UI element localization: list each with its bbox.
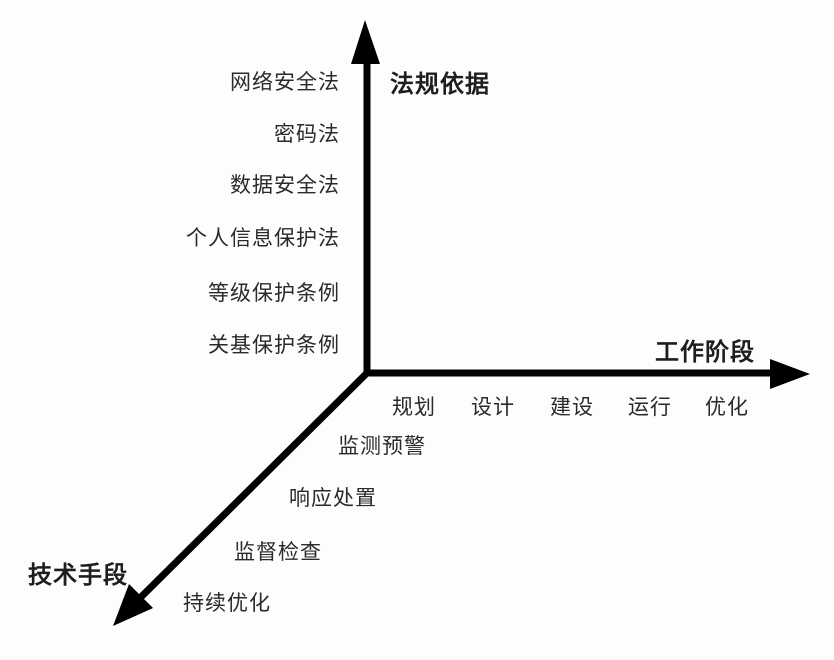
down-left-arrow-icon bbox=[113, 584, 153, 626]
diagonal-axis-item: 监督检查 bbox=[234, 540, 322, 564]
right-arrow-icon bbox=[770, 359, 810, 389]
horizontal-axis-title: 工作阶段 bbox=[655, 338, 755, 366]
vertical-axis-title: 法规依据 bbox=[390, 70, 490, 98]
horizontal-axis-item: 规划 bbox=[392, 395, 436, 419]
vertical-axis-item: 数据安全法 bbox=[230, 173, 340, 197]
diagonal-axis-item: 响应处置 bbox=[289, 486, 377, 510]
horizontal-axis bbox=[364, 359, 810, 389]
up-arrow-icon bbox=[351, 20, 380, 64]
horizontal-axis-item: 设计 bbox=[471, 395, 515, 419]
vertical-axis-item: 关基保护条例 bbox=[208, 333, 340, 357]
vertical-axis-item: 密码法 bbox=[274, 122, 340, 146]
diagonal-axis-item: 监测预警 bbox=[338, 434, 426, 458]
vertical-axis-item: 网络安全法 bbox=[230, 70, 340, 94]
diagonal-axis-item: 持续优化 bbox=[183, 591, 271, 615]
vertical-axis-item: 等级保护条例 bbox=[208, 281, 340, 305]
diagonal-axis bbox=[113, 370, 370, 626]
vertical-axis-item: 个人信息保护法 bbox=[186, 226, 340, 250]
horizontal-axis-item: 优化 bbox=[705, 395, 749, 419]
horizontal-axis-item: 建设 bbox=[550, 395, 594, 419]
horizontal-axis-item: 运行 bbox=[628, 395, 672, 419]
diagonal-axis-title: 技术手段 bbox=[28, 561, 128, 589]
vertical-axis bbox=[351, 20, 380, 373]
